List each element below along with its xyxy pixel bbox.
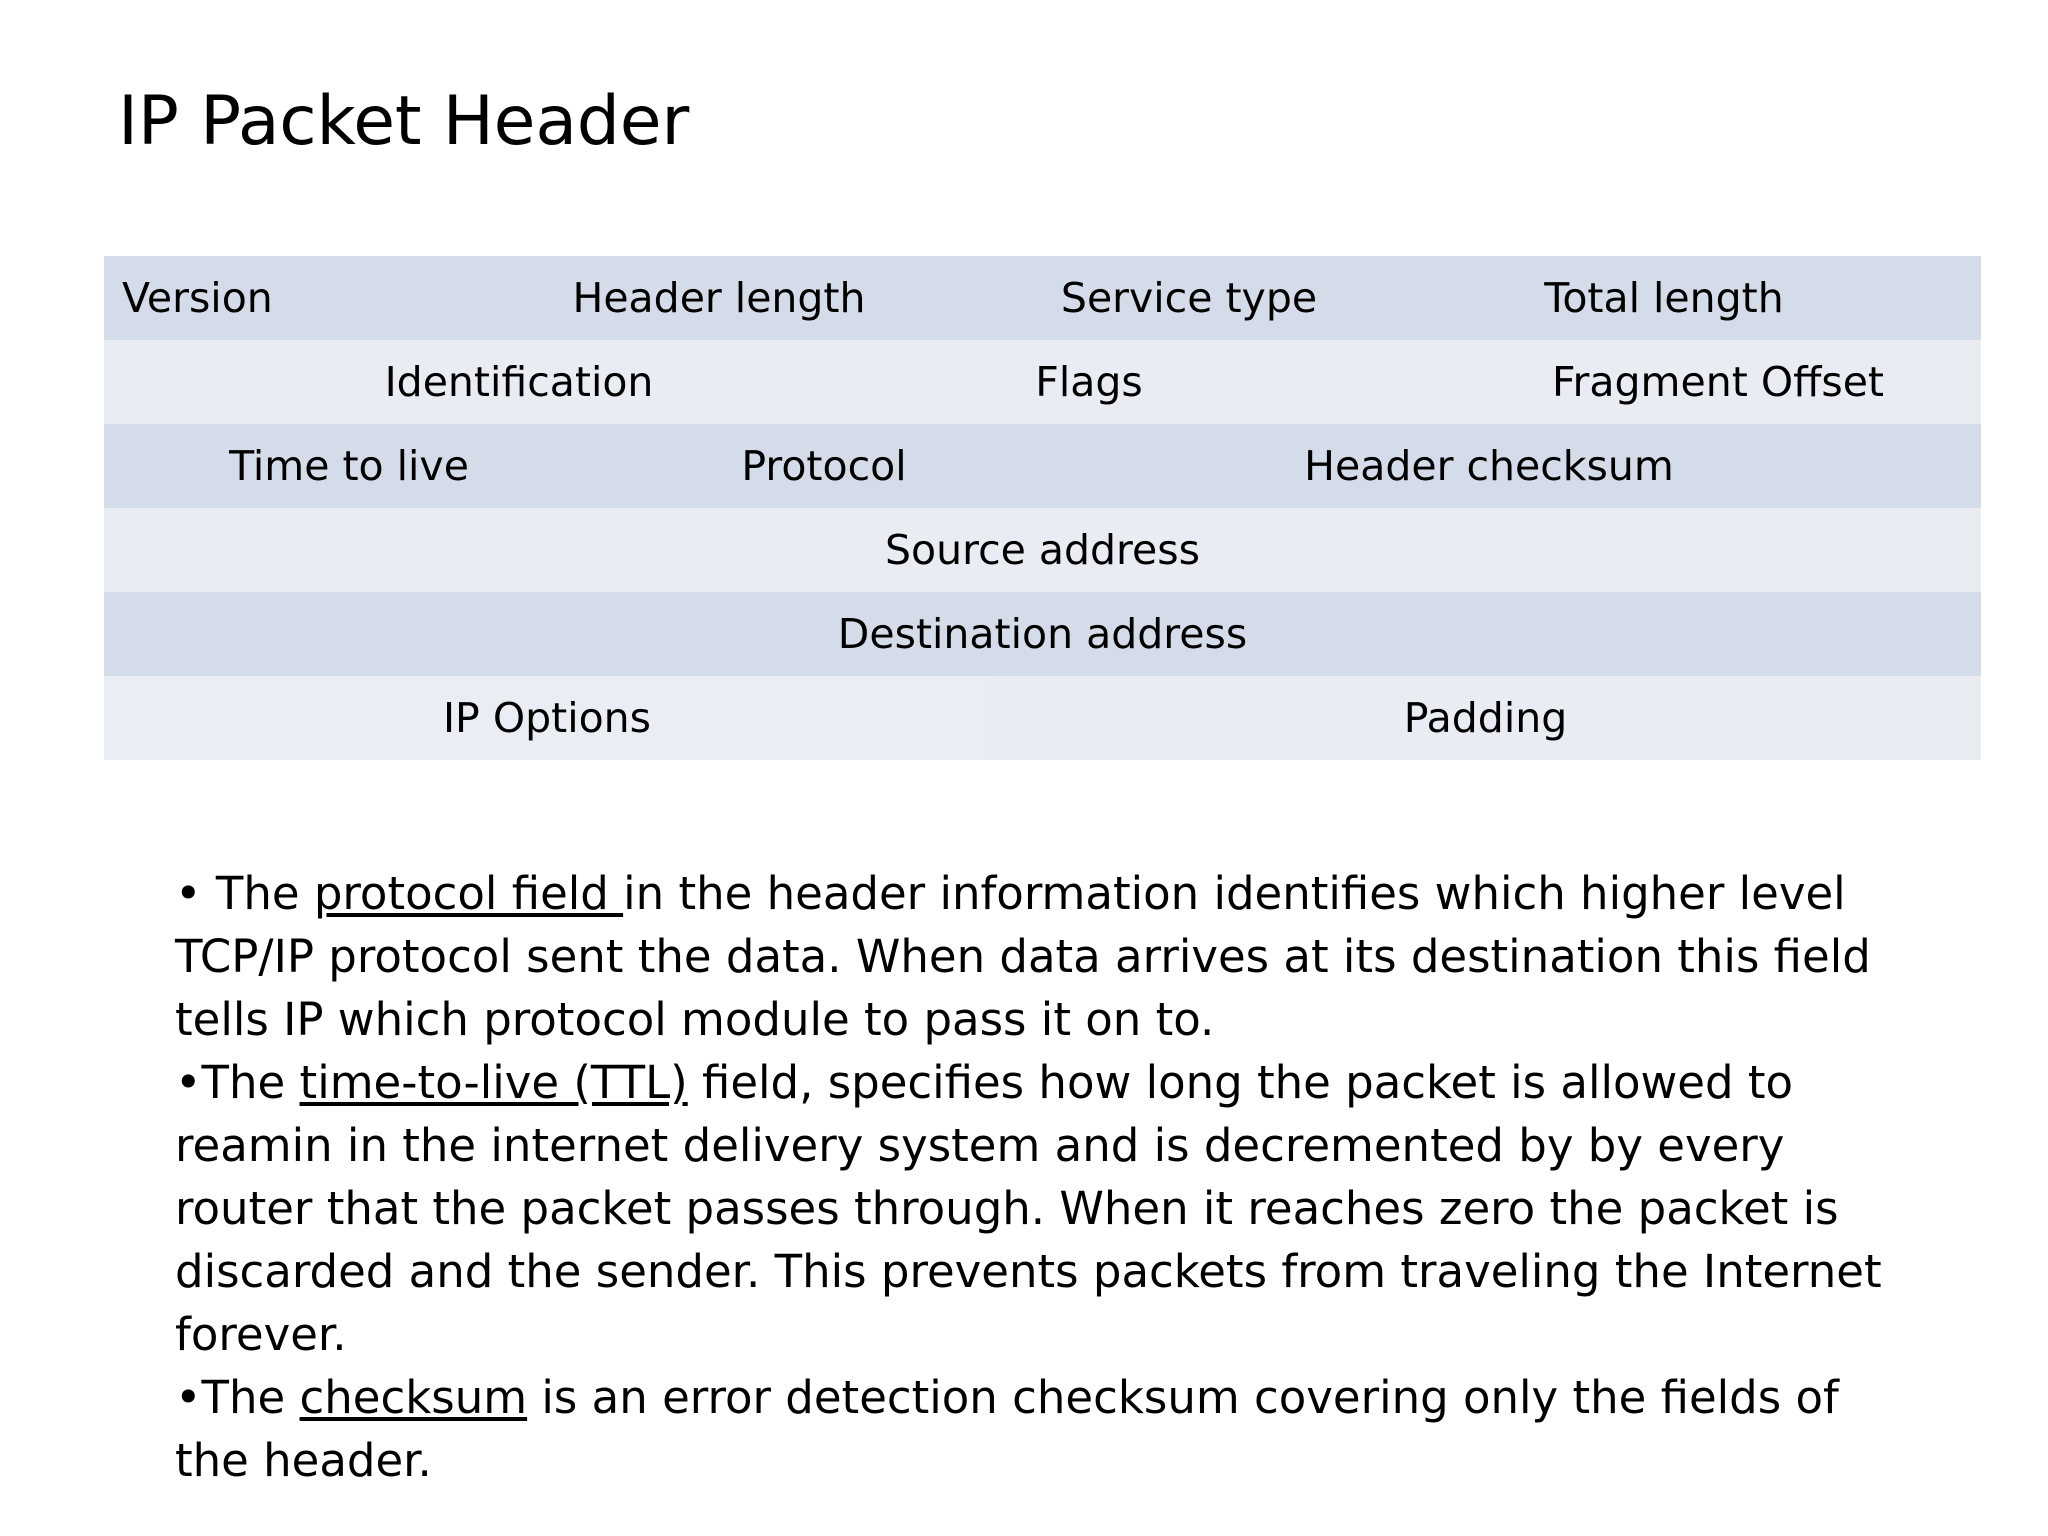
cell-destination-address: Destination address xyxy=(104,592,1981,676)
row-destination-address: Destination address xyxy=(104,592,1981,676)
bullet-protocol-field-emphasis: protocol field xyxy=(313,867,624,920)
bullet-marker-icon: • xyxy=(175,1371,202,1424)
cell-service-type: Service type xyxy=(989,256,1389,340)
cell-time-to-live: Time to live xyxy=(134,424,564,508)
cell-time-to-live-label: Time to live xyxy=(229,441,469,490)
ip-header-field-table: Version Header length Service type Total le… xyxy=(104,256,1981,760)
cell-header-checksum-label: Header checksum xyxy=(1304,441,1674,490)
cell-header-checksum: Header checksum xyxy=(1094,424,1884,508)
bullet-protocol-field-lead: The xyxy=(215,867,314,920)
page-title: IP Packet Header xyxy=(118,82,690,161)
row-version: Version Header length Service type Total le… xyxy=(104,256,1981,340)
bullet-checksum-rest: is an error detection checksum covering … xyxy=(175,1371,1839,1487)
cell-flags: Flags xyxy=(989,340,1189,424)
cell-version: Version xyxy=(122,256,552,340)
cell-protocol-label: Protocol xyxy=(741,441,907,490)
bullet-protocol-field: • The protocol field in the header infor… xyxy=(175,862,1895,1051)
row-identification: Identification Flags Fragment Offset xyxy=(104,340,1981,424)
cell-padding: Padding xyxy=(990,676,1981,760)
row-source-address: Source address xyxy=(104,508,1981,592)
cell-header-length-label: Header length xyxy=(572,273,866,322)
cell-padding-label: Padding xyxy=(1403,693,1568,742)
bullet-checksum-emphasis: checksum xyxy=(299,1371,528,1424)
cell-version-label: Version xyxy=(122,273,273,322)
cell-flags-label: Flags xyxy=(1035,357,1143,406)
cell-fragment-offset: Fragment Offset xyxy=(1304,340,1884,424)
cell-protocol: Protocol xyxy=(634,424,1014,508)
bullet-time-to-live: •The time-to-live (TTL) field, specifies… xyxy=(175,1051,1895,1366)
cell-source-address: Source address xyxy=(104,508,1981,592)
row-ttl: Time to live Protocol Header checksum xyxy=(104,424,1981,508)
bullet-protocol-field-rest: in the header information identifies whi… xyxy=(175,867,1871,1046)
cell-total-length-label: Total length xyxy=(1544,273,1784,322)
bullet-time-to-live-rest: field, specifies how long the packet is … xyxy=(175,1056,1882,1361)
cell-destination-address-label: Destination address xyxy=(837,609,1248,658)
cell-ip-options-label: IP Options xyxy=(442,693,652,742)
cell-identification-label: Identification xyxy=(384,357,654,406)
cell-header-length: Header length xyxy=(504,256,934,340)
bullet-checksum: •The checksum is an error detection chec… xyxy=(175,1366,1895,1492)
cell-service-type-label: Service type xyxy=(1060,273,1318,322)
bullet-time-to-live-lead: The xyxy=(201,1056,300,1109)
bullet-time-to-live-emphasis: time-to-live (TTL) xyxy=(299,1056,688,1109)
row-options-padding: IP Options Padding xyxy=(104,676,1981,760)
cell-total-length: Total length xyxy=(1449,256,1879,340)
cell-fragment-offset-label: Fragment Offset xyxy=(1551,357,1884,406)
cell-ip-options: IP Options xyxy=(104,676,990,760)
bullet-marker-icon: • xyxy=(175,1056,202,1109)
cell-identification: Identification xyxy=(284,340,754,424)
bullet-marker-icon: • xyxy=(175,867,202,920)
body-text-block: • The protocol field in the header infor… xyxy=(175,862,1895,1492)
cell-source-address-label: Source address xyxy=(885,525,1200,574)
bullet-checksum-lead: The xyxy=(201,1371,300,1424)
